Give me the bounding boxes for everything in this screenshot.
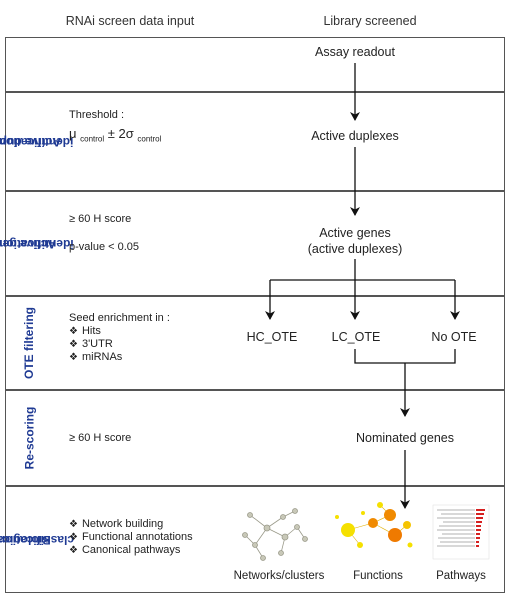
threshold-formula: μ control ± 2σ control bbox=[69, 126, 162, 144]
caption-functions: Functions bbox=[353, 570, 403, 582]
gene-score: ≥ 60 H score bbox=[69, 213, 132, 225]
seed-title: Seed enrichment in : bbox=[69, 312, 170, 324]
flow-nominated-genes: Nominated genes bbox=[356, 431, 454, 445]
flow-lc-ote: LC_OTE bbox=[331, 330, 381, 344]
flow-no-ote: No OTE bbox=[431, 330, 477, 344]
functions-thumbnail bbox=[335, 502, 413, 548]
row-ote-filtering bbox=[5, 296, 505, 390]
bio-bullet-canonical: Canonical pathways bbox=[69, 544, 193, 557]
row-rescoring bbox=[5, 390, 505, 486]
bio-bullets: Network building Functional annotations … bbox=[69, 518, 193, 557]
header-right: Library screened bbox=[323, 14, 417, 28]
gene-pvalue: p-value < 0.05 bbox=[69, 241, 140, 253]
bio-bullet-network: Network building bbox=[69, 518, 193, 531]
caption-networks: Networks/clusters bbox=[233, 570, 325, 582]
arrow-merge-bracket bbox=[354, 349, 456, 364]
flow-hc-ote: HC_OTE bbox=[246, 330, 298, 344]
seed-bullet-hits: Hits bbox=[69, 325, 122, 338]
row-bio-classification bbox=[5, 486, 505, 593]
row-readout bbox=[5, 37, 505, 92]
flow-arrows bbox=[242, 63, 490, 561]
pathways-thumbnail bbox=[432, 504, 490, 560]
seed-bullet-utr: 3'UTR bbox=[69, 338, 122, 351]
flow-active-genes: Active genes (active duplexes) bbox=[307, 226, 403, 256]
flow-active-duplexes: Active duplexes bbox=[311, 129, 399, 143]
row-active-gene bbox=[5, 191, 505, 296]
row-active-duplex bbox=[5, 92, 505, 191]
network-thumbnail bbox=[242, 508, 308, 561]
bio-bullet-functional: Functional annotations bbox=[69, 531, 193, 544]
flow-assay-readout: Assay readout bbox=[315, 45, 395, 59]
caption-pathways: Pathways bbox=[436, 570, 486, 582]
seed-bullets: Hits 3'UTR miRNAs bbox=[69, 325, 122, 364]
header-left: RNAi screen data input bbox=[65, 14, 195, 28]
diagram-frame: RNAi screen data input Library screened … bbox=[0, 5, 505, 593]
rescoring-score: ≥ 60 H score bbox=[69, 432, 132, 444]
threshold-label: Threshold : bbox=[69, 109, 125, 121]
seed-bullet-mirnas: miRNAs bbox=[69, 351, 122, 364]
